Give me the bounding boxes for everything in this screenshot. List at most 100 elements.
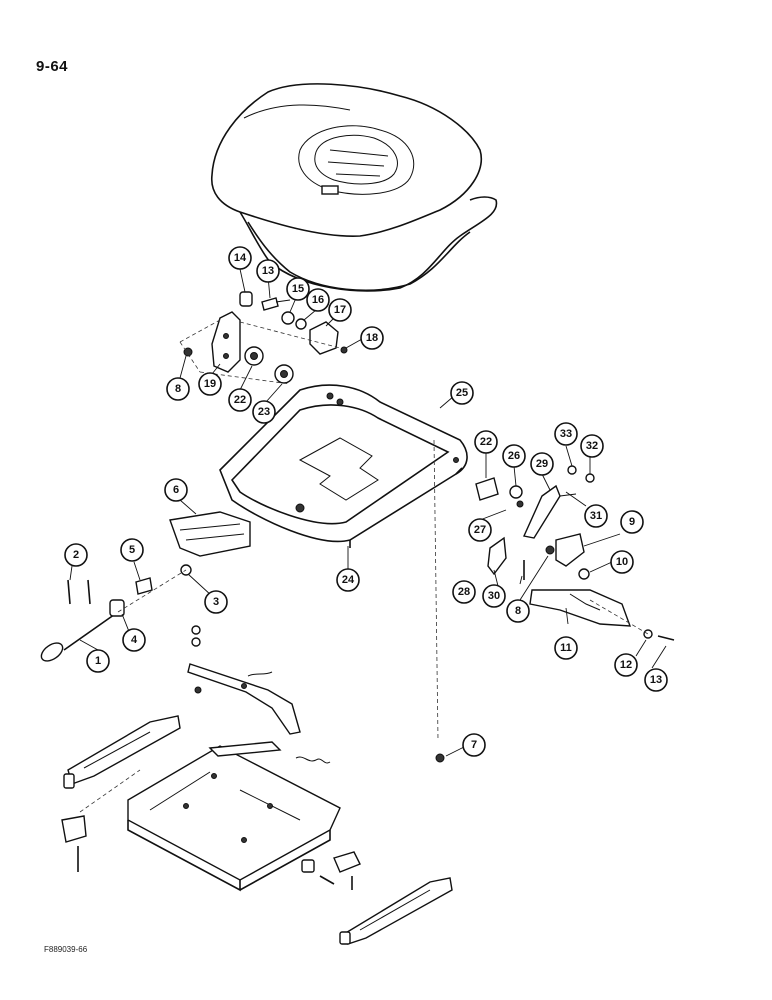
callout-17-label: 17 bbox=[334, 304, 346, 316]
callout-32: 32 bbox=[580, 434, 604, 458]
left-adjuster-parts bbox=[40, 511, 251, 662]
callout-22-top-label: 22 bbox=[234, 394, 246, 406]
callout-31: 31 bbox=[584, 504, 608, 528]
suspension-base bbox=[61, 439, 453, 945]
callout-23: 23 bbox=[252, 400, 276, 424]
callout-7-circle bbox=[462, 733, 486, 757]
right-adjuster-parts bbox=[475, 465, 675, 641]
callout-17: 17 bbox=[328, 298, 352, 322]
callout-29-label: 29 bbox=[536, 458, 548, 470]
callout-31-label: 31 bbox=[590, 510, 602, 522]
callout-13-bottom: 13 bbox=[644, 668, 668, 692]
callout-28-circle bbox=[452, 580, 476, 604]
callout-13-bottom-circle bbox=[644, 668, 668, 692]
callout-9-label: 9 bbox=[629, 516, 635, 528]
callout-2-circle bbox=[64, 543, 88, 567]
callout-19-label: 19 bbox=[204, 378, 216, 390]
callout-10-circle bbox=[610, 550, 634, 574]
callout-33-label: 33 bbox=[560, 428, 572, 440]
callout-30: 30 bbox=[482, 584, 506, 608]
callout-1-circle bbox=[86, 649, 110, 673]
callout-12-circle bbox=[614, 653, 638, 677]
callout-23-circle bbox=[252, 400, 276, 424]
page-number: 9-64 bbox=[36, 58, 69, 75]
callout-14-label: 14 bbox=[234, 252, 247, 264]
callout-29: 29 bbox=[530, 452, 554, 476]
callout-18-label: 18 bbox=[366, 332, 378, 344]
callout-27-circle bbox=[468, 518, 492, 542]
callout-27-label: 27 bbox=[474, 524, 486, 536]
callout-8-right: 8 bbox=[506, 599, 530, 623]
callout-19-circle bbox=[198, 372, 222, 396]
callout-22-right: 22 bbox=[474, 430, 498, 454]
callout-13-top-label: 13 bbox=[262, 265, 274, 277]
callout-23-label: 23 bbox=[258, 406, 270, 418]
callout-25: 25 bbox=[450, 381, 474, 405]
callout-22-right-label: 22 bbox=[480, 436, 492, 448]
callout-17-circle bbox=[328, 298, 352, 322]
callout-15-label: 15 bbox=[292, 283, 304, 295]
callout-22-right-circle bbox=[474, 430, 498, 454]
callout-19: 19 bbox=[198, 372, 222, 396]
callout-22-top-circle bbox=[228, 388, 252, 412]
callout-24: 24 bbox=[336, 568, 360, 592]
callout-4-circle bbox=[122, 628, 146, 652]
callout-6-circle bbox=[164, 478, 188, 502]
callout-26-circle bbox=[502, 444, 526, 468]
callout-32-circle bbox=[580, 434, 604, 458]
callout-8-left-circle bbox=[166, 377, 190, 401]
callout-8-left: 8 bbox=[166, 377, 190, 401]
callout-1-label: 1 bbox=[95, 655, 101, 667]
callout-16-circle bbox=[306, 288, 330, 312]
callout-6-label: 6 bbox=[173, 484, 179, 496]
callout-4-label: 4 bbox=[131, 634, 138, 646]
callout-3-label: 3 bbox=[213, 596, 219, 608]
callout-13-top: 13 bbox=[256, 259, 280, 283]
callout-31-circle bbox=[584, 504, 608, 528]
callout-14-circle bbox=[228, 246, 252, 270]
callout-11-label: 11 bbox=[560, 642, 572, 654]
callout-22-top: 22 bbox=[228, 388, 252, 412]
callout-12: 12 bbox=[614, 653, 638, 677]
callout-12-label: 12 bbox=[620, 659, 632, 671]
callout-18-circle bbox=[360, 326, 384, 350]
callout-33: 33 bbox=[554, 422, 578, 446]
callout-5: 5 bbox=[120, 538, 144, 562]
seat-cushion bbox=[211, 83, 498, 292]
callout-28: 28 bbox=[452, 580, 476, 604]
callout-8-right-circle bbox=[506, 599, 530, 623]
callout-32-label: 32 bbox=[586, 440, 598, 452]
callout-5-circle bbox=[120, 538, 144, 562]
callout-15-circle bbox=[286, 277, 310, 301]
callout-26-label: 26 bbox=[508, 450, 520, 462]
callout-10: 10 bbox=[610, 550, 634, 574]
callout-13-bottom-label: 13 bbox=[650, 674, 662, 686]
callout-33-circle bbox=[554, 422, 578, 446]
callout-13-top-circle bbox=[256, 259, 280, 283]
callout-1: 1 bbox=[86, 649, 110, 673]
callout-10-label: 10 bbox=[616, 556, 628, 568]
figure-code: F889039-66 bbox=[44, 945, 88, 954]
callout-24-label: 24 bbox=[342, 574, 355, 586]
callout-11: 11 bbox=[554, 636, 578, 660]
callout-25-label: 25 bbox=[456, 387, 468, 399]
callout-24-circle bbox=[336, 568, 360, 592]
callout-11-circle bbox=[554, 636, 578, 660]
callout-16-label: 16 bbox=[312, 294, 324, 306]
callout-28-label: 28 bbox=[458, 586, 470, 598]
callout-3: 3 bbox=[204, 590, 228, 614]
upper-bracket-group bbox=[179, 291, 348, 385]
callout-3-circle bbox=[204, 590, 228, 614]
callout-5-label: 5 bbox=[129, 544, 135, 556]
callout-9: 9 bbox=[620, 510, 644, 534]
callout-30-circle bbox=[482, 584, 506, 608]
callout-18: 18 bbox=[360, 326, 384, 350]
callout-26: 26 bbox=[502, 444, 526, 468]
callout-7-label: 7 bbox=[471, 739, 477, 751]
callout-16: 16 bbox=[306, 288, 330, 312]
callout-2: 2 bbox=[64, 543, 88, 567]
callout-8-right-label: 8 bbox=[515, 605, 521, 617]
callout-9-circle bbox=[620, 510, 644, 534]
callout-30-label: 30 bbox=[488, 590, 500, 602]
